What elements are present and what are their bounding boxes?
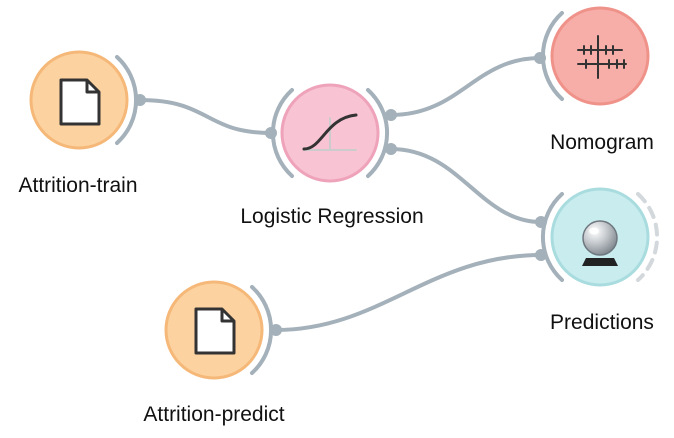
- output-arc[interactable]: [366, 88, 390, 178]
- links-layer: [138, 56, 543, 332]
- node-nomogram[interactable]: [534, 6, 650, 106]
- node-attrition-predict[interactable]: [164, 280, 282, 380]
- crystal-ball-icon: [582, 220, 618, 266]
- link-logistic-regression-to-nomogram[interactable]: [389, 56, 542, 117]
- node-circle[interactable]: [550, 6, 650, 106]
- input-port[interactable]: [265, 127, 277, 139]
- output-port[interactable]: [270, 324, 282, 336]
- sigmoid-curve: [302, 113, 358, 151]
- node-label-attrition-train[interactable]: Attrition-train: [18, 174, 138, 197]
- node-attrition-train[interactable]: [29, 50, 146, 150]
- sigmoid-curve-icon: [302, 113, 358, 151]
- nomogram-icon: [577, 35, 627, 79]
- output-port[interactable]: [385, 143, 397, 155]
- input-arc[interactable]: [540, 192, 564, 282]
- node-label-predictions[interactable]: Predictions: [550, 311, 654, 334]
- input-port[interactable]: [535, 249, 547, 261]
- input-port[interactable]: [534, 52, 546, 64]
- node-label-logistic-regression[interactable]: Logistic Regression: [240, 205, 424, 228]
- node-label-nomogram[interactable]: Nomogram: [550, 131, 654, 154]
- node-label-attrition-predict[interactable]: Attrition-predict: [143, 403, 285, 426]
- output-port[interactable]: [134, 94, 146, 106]
- link-attrition-predict-to-predictions[interactable]: [274, 253, 543, 332]
- link-attrition-train-to-logistic-regression[interactable]: [138, 98, 273, 135]
- document-icon: [59, 78, 101, 126]
- link-logistic-regression-to-predictions[interactable]: [389, 147, 543, 224]
- output-port[interactable]: [385, 109, 397, 121]
- input-port[interactable]: [535, 216, 547, 228]
- document-icon: [194, 307, 236, 355]
- node-logistic-regression[interactable]: [265, 83, 397, 183]
- node-predictions[interactable]: [535, 187, 660, 287]
